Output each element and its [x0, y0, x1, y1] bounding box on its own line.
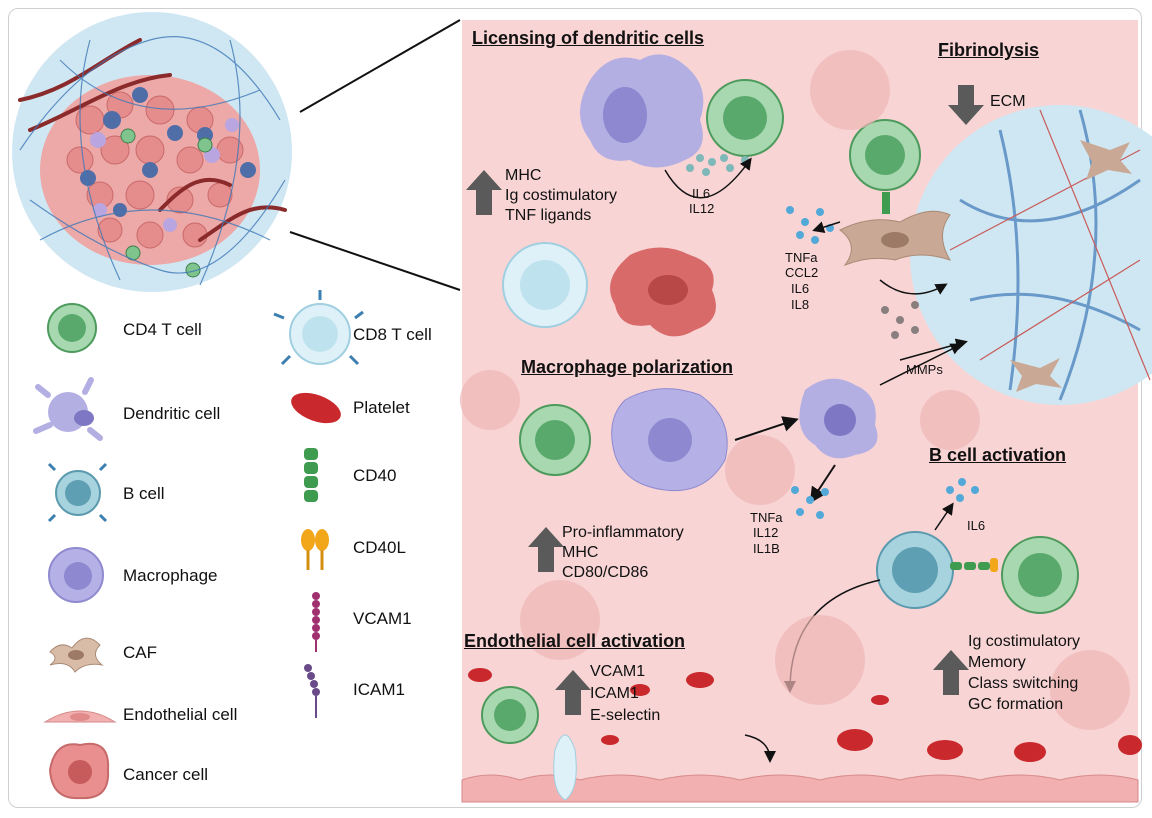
- bcell-up-0: Ig costimulatory: [968, 633, 1081, 650]
- macrophage-cytokine-1: IL12: [753, 525, 779, 540]
- licensing-cytokine-0: IL6: [692, 186, 711, 201]
- legend-cd40l-label: CD40L: [353, 538, 406, 557]
- macrophage-polarization-cells: [519, 343, 963, 519]
- bcell-up-2: Class switching: [968, 675, 1079, 692]
- up-arrows: [466, 170, 969, 715]
- fibrinolysis-cytokine-1: CCL2: [785, 265, 819, 280]
- zoom-line-bottom: [289, 231, 461, 291]
- ecm-down-arrow: [948, 85, 984, 125]
- ecm-zoom: [910, 105, 1152, 405]
- legend-cd4-label: CD4 T cell: [123, 320, 202, 339]
- fibrinolysis-cytokine-3: IL8: [791, 297, 810, 312]
- legend-icons: [33, 290, 364, 800]
- licensing-cytokine-1: IL12: [689, 201, 715, 216]
- legend-caf-label: CAF: [123, 643, 157, 662]
- b-cell-activation-cells: [784, 478, 1079, 693]
- bcell-cytokine: IL6: [967, 518, 986, 533]
- cd8-cancer-interaction: [502, 242, 716, 337]
- legend-cd8-label: CD8 T cell: [353, 325, 432, 344]
- macrophage-cytokine-0: TNFa: [750, 510, 783, 525]
- macrophage-up-0: Pro-inflammatory: [562, 524, 684, 541]
- dendritic-cell-licensing: [580, 54, 784, 199]
- macrophage-title: Macrophage polarization: [521, 357, 734, 377]
- legend-macrophage-label: Macrophage: [123, 566, 218, 585]
- bcell-up-1: Memory: [968, 654, 1026, 671]
- licensing-title: Licensing of dendritic cells: [472, 28, 705, 48]
- fibrinolysis-title: Fibrinolysis: [938, 40, 1040, 60]
- licensing-up-0: MHC: [505, 167, 542, 184]
- endothelial-up-2: E-selectin: [590, 707, 661, 724]
- fibrinolysis-mmps: MMPs: [906, 362, 943, 377]
- macrophage-up-1: MHC: [562, 544, 599, 561]
- fibrinolysis-cytokine-0: TNFa: [785, 250, 818, 265]
- endothelial-up-1: ICAM1: [590, 685, 639, 702]
- legend-platelet-label: Platelet: [353, 398, 410, 417]
- figure-frame: [8, 8, 1142, 808]
- macrophage-up-2: CD80/CD86: [562, 564, 649, 581]
- legend-cd40-label: CD40: [353, 466, 397, 485]
- endothelial-layer: [461, 668, 1142, 803]
- legend-vcam1-label: VCAM1: [353, 609, 412, 628]
- licensing-up-1: Ig costimulatory: [505, 187, 618, 204]
- zoom-line-top: [299, 19, 461, 113]
- legend-endothelial-label: Endothelial cell: [123, 705, 238, 724]
- fibrinolysis-cells: [786, 119, 968, 361]
- endothelial-up-0: VCAM1: [590, 663, 646, 680]
- macrophage-cytokine-2: IL1B: [753, 541, 780, 556]
- legend-dendritic-label: Dendritic cell: [123, 404, 221, 423]
- fibrinolysis-down: ECM: [990, 93, 1026, 110]
- bcell-up-3: GC formation: [968, 696, 1064, 713]
- bcell-title: B cell activation: [929, 445, 1067, 465]
- fibrinolysis-cytokine-2: IL6: [791, 281, 810, 296]
- background-cancer-cells: [460, 50, 1130, 730]
- legend-cancer-label: Cancer cell: [123, 765, 209, 784]
- legend-icam1-label: ICAM1: [353, 680, 405, 699]
- tumor-overview: [12, 12, 292, 292]
- endothelial-title: Endothelial cell activation: [464, 631, 686, 651]
- licensing-up-2: TNF ligands: [505, 207, 592, 224]
- legend-bcell-label: B cell: [123, 484, 165, 503]
